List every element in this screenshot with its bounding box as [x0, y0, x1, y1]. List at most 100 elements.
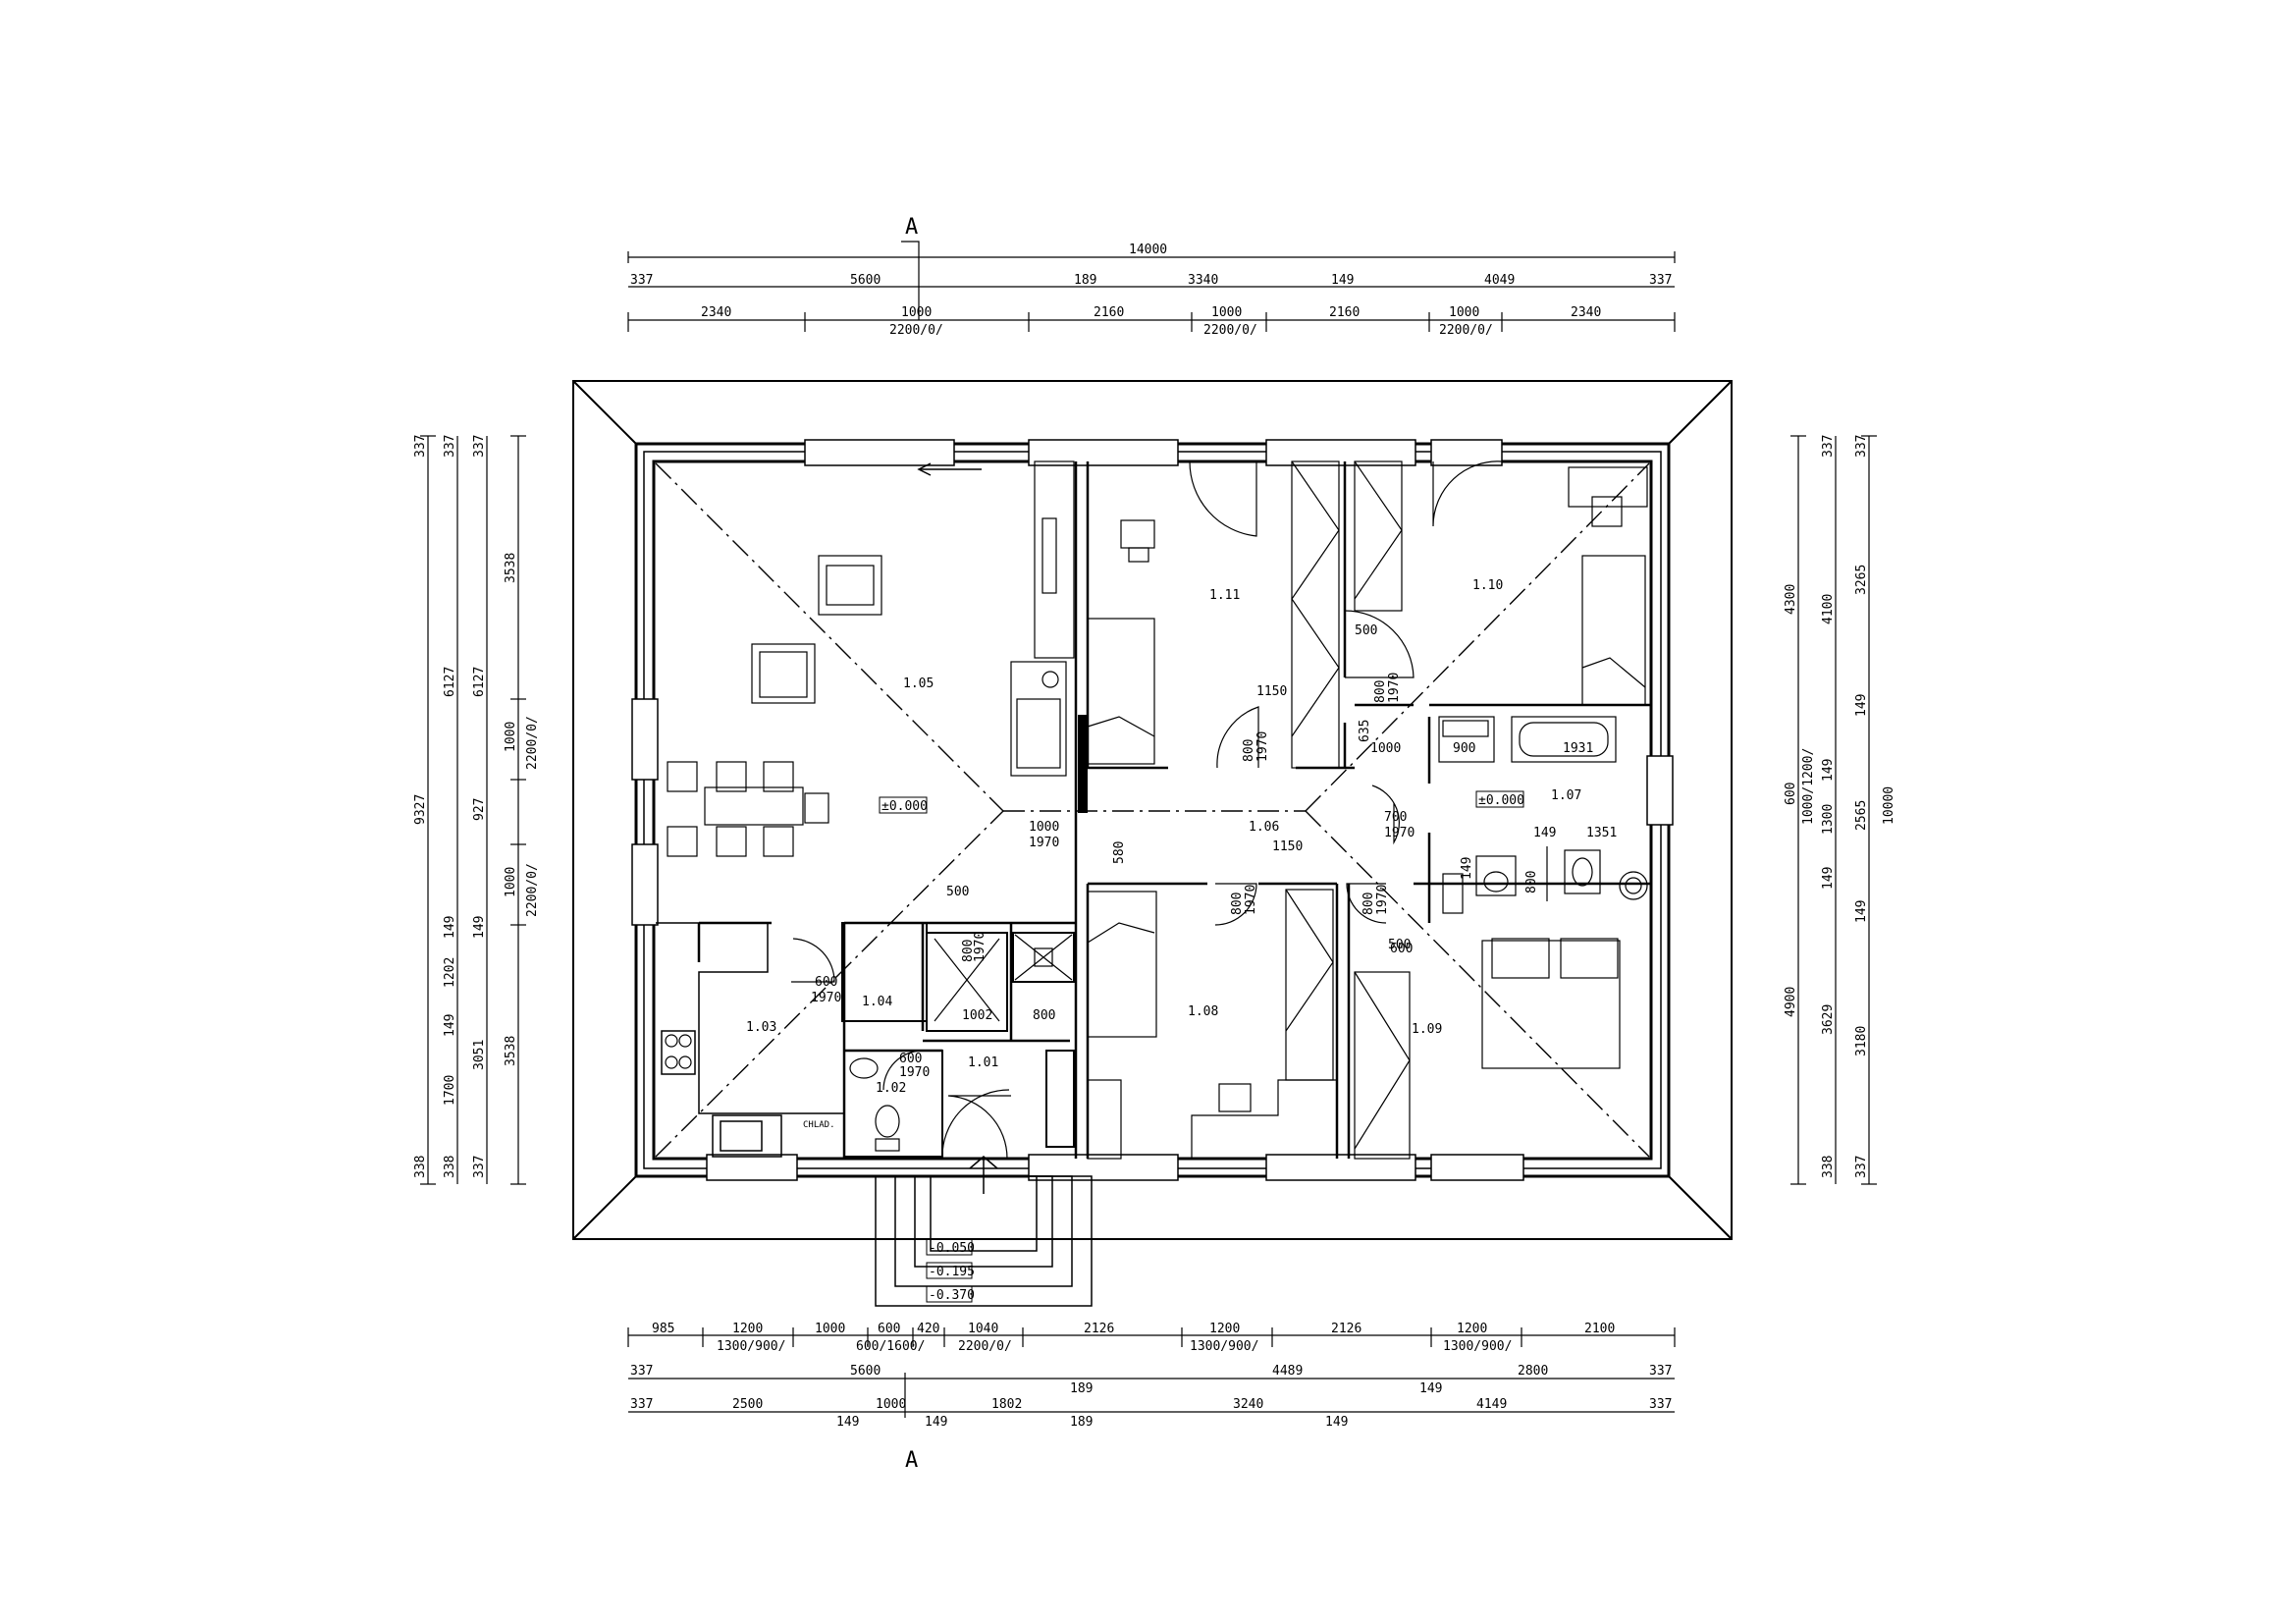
ann-700: 700: [1384, 810, 1407, 825]
dim-bot-r3-9: 4149: [1476, 1397, 1507, 1412]
dim-bot-r3-2: 149: [836, 1415, 859, 1430]
ann-1002: 1002: [962, 1008, 992, 1023]
dim-right-c1-0: 4300: [1784, 584, 1798, 615]
dim-bot-sub-3: 1300/900/: [1190, 1339, 1258, 1354]
ann-1970a: 1970: [1255, 731, 1270, 762]
dim-top-r3-5: 1000: [1449, 305, 1479, 320]
ann-1970e: 1970: [1375, 885, 1390, 915]
ann-door-living-h: 1970: [1029, 836, 1059, 850]
dim-left-c2-2: 149: [443, 916, 457, 939]
dim-right-c1-2: 4900: [1784, 987, 1798, 1017]
dim-bot-r1-4: 420: [917, 1322, 939, 1336]
dim-bot-r2-2: 189: [1070, 1381, 1093, 1396]
dim-top-r3-1: 1000: [901, 305, 932, 320]
dim-bot-r3-4: 149: [925, 1415, 947, 1430]
room-label-1-04: 1.04: [862, 995, 892, 1009]
windows: [631, 439, 1674, 1181]
entry-arrow-icon: [917, 462, 982, 476]
dim-bot-r3-6: 189: [1070, 1415, 1093, 1430]
dim-right-c1-sub: 1000/1200/: [1801, 748, 1816, 825]
dim-bot-r1-3: 600: [878, 1322, 900, 1336]
toilet-icon: [849, 1057, 900, 1152]
dim-right-c2-4: 149: [1821, 867, 1836, 890]
ann-800a: 800: [1242, 739, 1256, 762]
dim-right-c3-2: 149: [1854, 694, 1869, 717]
dim-left-c2-0: 337: [443, 435, 457, 458]
dimension-lines: [420, 241, 1877, 1418]
top-dimensions: 14000 337 5600 189 3340 149 4049 337 234…: [630, 243, 1672, 338]
ann-1970b: 1970: [1387, 673, 1402, 703]
ann-149: 149: [1533, 826, 1556, 840]
ann-600: 600: [815, 975, 837, 990]
dim-left-c4-3: 3538: [504, 1036, 518, 1066]
dim-left-opening-0: 2200/0/: [525, 716, 540, 770]
ann-500a: 500: [946, 885, 969, 899]
level-bath-floor: ±0.000: [1478, 793, 1524, 808]
dim-bot-r3-5: 1802: [991, 1397, 1022, 1412]
ann-600c: 600: [1390, 942, 1413, 956]
dim-top-r2-4: 149: [1331, 273, 1354, 288]
dim-top-r2-1: 5600: [850, 273, 881, 288]
dim-bot-r1-10: 2100: [1584, 1322, 1615, 1336]
dim-right-c2-3: 1300: [1821, 804, 1836, 835]
dim-bot-r1-8: 2126: [1331, 1322, 1362, 1336]
dim-left-c2-1: 6127: [443, 667, 457, 697]
ann-1970h: 1970: [899, 1065, 930, 1080]
small-rooms: [841, 922, 1075, 1158]
dim-top-r3-2: 2160: [1094, 305, 1124, 320]
door-annotations: 1000 1970 580 500 500 800 1970 800 1970 …: [803, 623, 1617, 1130]
dim-right-c2-0: 337: [1821, 435, 1836, 458]
dim-bot-r3-7: 3240: [1233, 1397, 1263, 1412]
ann-1970g: 1970: [811, 991, 841, 1005]
ann-1970f: 1970: [973, 932, 988, 962]
dim-left-c3-3: 149: [472, 916, 487, 939]
living-furniture: [667, 460, 1075, 857]
level-main-floor: ±0.000: [881, 799, 928, 814]
dim-bot-r3-3: 1000: [876, 1397, 906, 1412]
dim-top-r3-0: 2340: [701, 305, 731, 320]
room-label-1-07: 1.07: [1551, 788, 1581, 803]
dim-top-opening-0: 2200/0/: [889, 323, 943, 338]
dim-top-r2-6: 337: [1649, 273, 1672, 288]
door-swings: [791, 460, 1503, 1160]
dim-right-c3-5: 3180: [1854, 1026, 1869, 1056]
dim-left-c4-1: 1000: [504, 722, 518, 752]
dim-bot-sub-4: 1300/900/: [1443, 1339, 1512, 1354]
ann-1970d: 1970: [1244, 885, 1258, 915]
stove-burners-icon: [665, 1034, 692, 1069]
dim-right-c3-4: 149: [1854, 900, 1869, 923]
dim-right-c3-3: 2565: [1854, 800, 1869, 831]
roof-ridge-lines: [655, 462, 1650, 1158]
right-dimensions: 4300 600 4900 1000/1200/ 337 4100 149 13…: [1784, 435, 1896, 1178]
dim-top-opening-1: 2200/0/: [1203, 323, 1257, 338]
room-label-1-01: 1.01: [968, 1055, 998, 1070]
level-step-2: -0.195: [929, 1265, 975, 1279]
entrance-steps: [875, 1156, 1093, 1307]
dim-bot-r3-1: 2500: [732, 1397, 763, 1412]
dim-bot-sub-2: 2200/0/: [958, 1339, 1012, 1354]
ann-500b: 500: [1355, 623, 1377, 638]
dim-top-r2-5: 4049: [1484, 273, 1515, 288]
ann-800c: 800: [1230, 893, 1245, 915]
dim-right-c3-0: 337: [1854, 435, 1869, 458]
dim-left-c2-3: 1202: [443, 957, 457, 988]
room-label-1-08: 1.08: [1188, 1004, 1218, 1019]
room-label-1-03: 1.03: [746, 1020, 776, 1035]
ann-500c: 500: [1388, 938, 1411, 952]
dim-bot-r2-4: 149: [1419, 1381, 1442, 1396]
dim-bot-r2-6: 337: [1649, 1364, 1672, 1379]
wardrobes: [1285, 460, 1411, 1160]
bathroom-fixtures: [1438, 716, 1648, 914]
ann-door-living: 1000: [1029, 820, 1059, 835]
room-label-1-09: 1.09: [1412, 1022, 1442, 1037]
kitchen-counter: [656, 922, 844, 1158]
ann-1150a: 1150: [1256, 684, 1287, 699]
level-marks: ±0.000 ±0.000 -0.050 -0.195 -0.370: [879, 790, 1524, 1303]
dim-left-c1-bot: 338: [413, 1156, 428, 1178]
roof-outline: [572, 380, 1733, 1240]
room-label-1-02: 1.02: [876, 1081, 906, 1096]
dim-bot-r1-5: 1040: [968, 1322, 998, 1336]
dim-right-outer: 10000: [1882, 786, 1896, 825]
dim-right-c2-2: 149: [1821, 759, 1836, 782]
ann-800b: 800: [1373, 680, 1388, 703]
